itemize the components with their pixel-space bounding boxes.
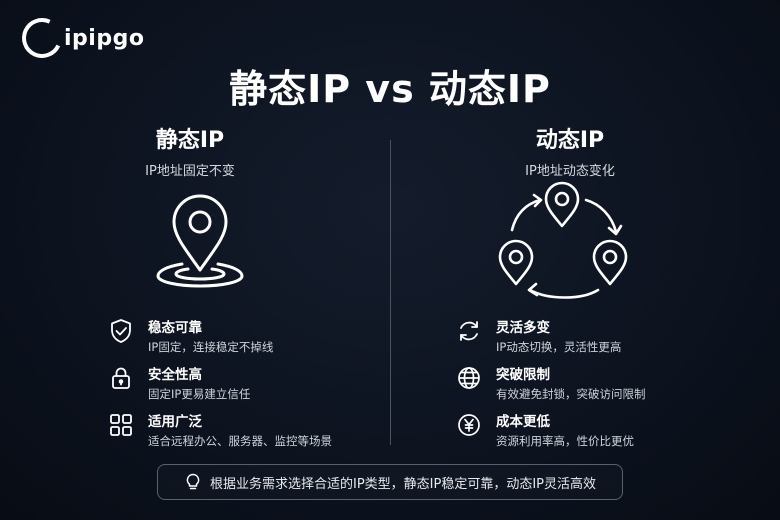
feature-item: 灵活多变 IP动态切换，灵活性更高 (456, 316, 646, 363)
dynamic-ip-features: 灵活多变 IP动态切换，灵活性更高 突破限制 有效避免封锁，突破访问限制 (456, 316, 646, 457)
column-divider (390, 140, 391, 445)
static-ip-column: 静态IP IP地址固定不变 (40, 122, 340, 179)
feature-title: 成本更低 (496, 414, 550, 430)
feature-desc: IP固定，连接稳定不掉线 (148, 340, 274, 354)
feature-item: 突破限制 有效避免封锁，突破访问限制 (456, 363, 646, 410)
static-ip-features: 稳态可靠 IP固定，连接稳定不掉线 安全性高 固定IP更易建立信任 (108, 316, 332, 457)
brand-logo: ipipgo (16, 12, 145, 64)
page-title: 静态IP vs 动态IP (229, 67, 551, 111)
yuan-icon (456, 412, 482, 438)
tip-text: 根据业务需求选择合适的IP类型，静态IP稳定可靠，动态IP灵活高效 (209, 476, 597, 492)
refresh-icon (456, 318, 482, 344)
feature-title: 稳态可靠 (148, 320, 202, 336)
feature-desc: 资源利用率高，性价比更优 (496, 434, 634, 448)
dynamic-ip-subtitle: IP地址动态变化 (525, 164, 615, 179)
feature-desc: 适合远程办公、服务器、监控等场景 (148, 434, 332, 448)
static-ip-header: 静态IP IP地址固定不变 (40, 122, 340, 179)
rotating-pins-icon (490, 178, 640, 303)
lock-icon (108, 365, 134, 391)
shield-check-icon (108, 318, 134, 344)
feature-item: 成本更低 资源利用率高，性价比更优 (456, 410, 646, 457)
logo-ring-icon (16, 12, 68, 64)
feature-desc: IP动态切换，灵活性更高 (496, 340, 622, 354)
feature-title: 适用广泛 (148, 414, 202, 430)
feature-desc: 固定IP更易建立信任 (148, 387, 251, 401)
tip-banner: 根据业务需求选择合适的IP类型，静态IP稳定可靠，动态IP灵活高效 (157, 464, 623, 500)
static-ip-title: 静态IP (155, 128, 225, 153)
lightbulb-icon (184, 473, 202, 491)
dynamic-ip-title: 动态IP (535, 128, 605, 153)
dynamic-ip-column: 动态IP IP地址动态变化 (420, 122, 720, 179)
feature-title: 安全性高 (148, 367, 202, 383)
globe-icon (456, 365, 482, 391)
feature-item: 安全性高 固定IP更易建立信任 (108, 363, 332, 410)
grid-icon (108, 412, 134, 438)
feature-title: 突破限制 (496, 367, 550, 383)
map-pin-icon (150, 190, 250, 290)
feature-desc: 有效避免封锁，突破访问限制 (496, 387, 646, 401)
brand-name: ipipgo (64, 25, 145, 51)
dynamic-ip-header: 动态IP IP地址动态变化 (420, 122, 720, 179)
feature-title: 灵活多变 (496, 320, 550, 336)
static-ip-subtitle: IP地址固定不变 (145, 164, 235, 179)
feature-item: 稳态可靠 IP固定，连接稳定不掉线 (108, 316, 332, 363)
feature-item: 适用广泛 适合远程办公、服务器、监控等场景 (108, 410, 332, 457)
